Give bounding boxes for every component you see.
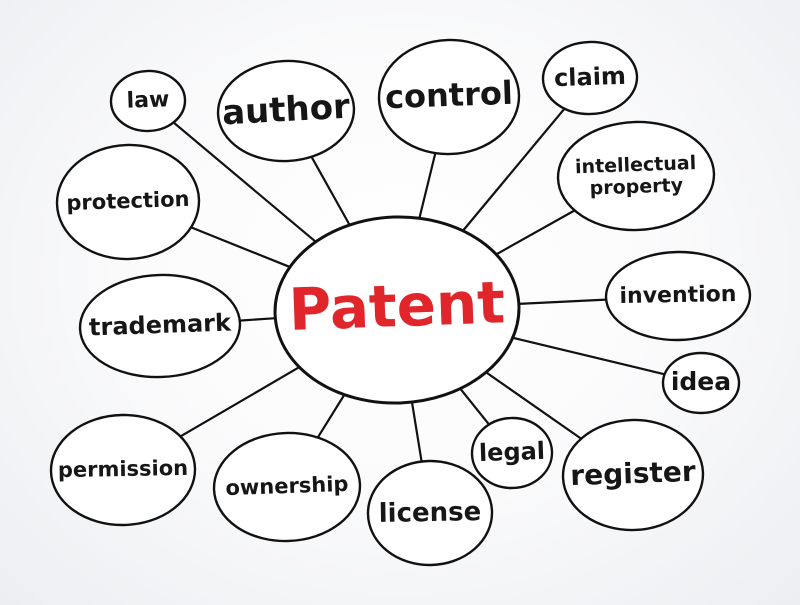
node-bubble-ownership <box>212 431 362 543</box>
node-label-line: control <box>384 74 513 116</box>
node-label-license: license <box>378 497 481 529</box>
node-idea: idea <box>661 351 741 415</box>
node-label-line: legal <box>478 437 545 467</box>
connector-intellectual-property <box>494 208 577 256</box>
node-label-invention: invention <box>619 282 736 309</box>
node-label-line: ownership <box>225 472 349 500</box>
nodes: law author control claim intellectualpropert… <box>49 38 752 567</box>
node-law: law <box>109 69 187 133</box>
node-label-line: law <box>126 87 170 113</box>
connector-register <box>485 371 582 440</box>
node-invention: invention <box>604 250 752 342</box>
node-ownership: ownership <box>212 431 362 543</box>
node-bubble-intellectual-property <box>556 120 716 232</box>
center-label: Patent <box>288 268 506 344</box>
node-claim: claim <box>541 40 639 116</box>
node-label-law: law <box>126 87 170 113</box>
node-bubble-trademark <box>78 273 242 379</box>
node-label-line: invention <box>619 282 736 309</box>
node-legal: legal <box>470 416 554 490</box>
node-label-ownership: ownership <box>225 472 349 500</box>
connector-permission <box>179 365 302 438</box>
connector-law <box>172 121 317 243</box>
connector-claim <box>461 107 566 233</box>
node-permission: permission <box>49 413 197 527</box>
node-bubble-legal <box>470 416 554 490</box>
node-label-line: register <box>570 455 697 492</box>
connector-idea <box>512 336 666 376</box>
node-label-line: license <box>378 497 481 529</box>
connector-trademark <box>238 317 277 322</box>
node-register: register <box>561 418 705 532</box>
node-label-intellectual-property: intellectualproperty <box>575 152 698 200</box>
node-bubble-claim <box>541 40 639 116</box>
node-bubble-invention <box>604 250 752 342</box>
node-label-line: idea <box>671 367 731 396</box>
center-node-group: Patent <box>273 215 521 405</box>
node-bubble-control <box>377 38 521 156</box>
connector-license <box>410 401 423 463</box>
node-bubble-law <box>109 69 187 133</box>
connector-author <box>310 156 351 226</box>
node-label-line: trademark <box>89 308 233 341</box>
node-bubble-register <box>561 418 705 532</box>
node-label-line: intellectual <box>575 152 697 178</box>
connector-legal <box>459 388 491 426</box>
node-author: author <box>216 59 356 163</box>
node-label-protection: protection <box>66 187 190 215</box>
connector-ownership <box>316 392 346 439</box>
node-license: license <box>366 459 494 567</box>
node-bubble-license <box>366 459 494 567</box>
node-bubble-author <box>216 59 356 163</box>
node-label-line: property <box>589 174 684 199</box>
connectors <box>172 107 666 463</box>
node-trademark: trademark <box>78 273 242 379</box>
node-control: control <box>377 38 521 156</box>
node-intellectual-property: intellectualproperty <box>556 120 716 232</box>
connector-invention <box>517 298 608 305</box>
connector-control <box>418 151 437 220</box>
node-label-permission: permission <box>58 456 189 482</box>
node-bubble-idea <box>661 351 741 415</box>
node-label-line: permission <box>58 456 189 482</box>
node-label-legal: legal <box>478 437 545 467</box>
node-protection: protection <box>55 143 201 261</box>
node-label-register: register <box>570 455 697 492</box>
node-label-line: author <box>221 86 351 133</box>
connector-protection <box>190 226 291 268</box>
node-bubble-permission <box>49 413 197 527</box>
center-bubble <box>273 215 521 405</box>
node-label-line: protection <box>66 187 190 215</box>
node-label-claim: claim <box>554 62 627 92</box>
node-label-line: claim <box>554 62 627 92</box>
node-label-idea: idea <box>671 367 731 396</box>
node-label-trademark: trademark <box>89 308 233 341</box>
node-label-control: control <box>384 74 513 116</box>
node-label-author: author <box>221 86 351 133</box>
center-node: Patent <box>273 215 521 405</box>
node-bubble-protection <box>55 143 201 261</box>
